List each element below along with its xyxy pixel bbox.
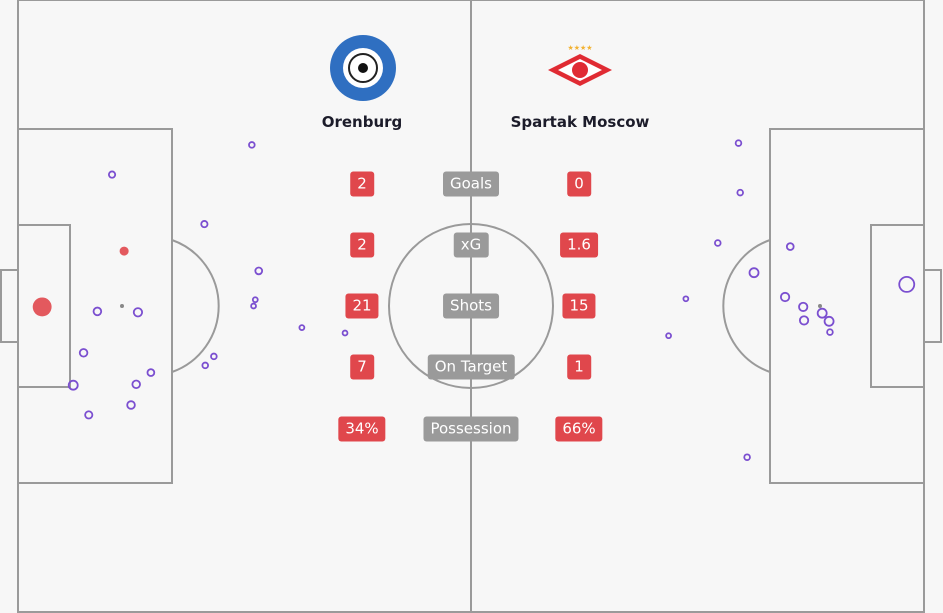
shot-marker xyxy=(816,307,828,319)
shot-marker xyxy=(748,267,760,279)
shot-marker xyxy=(736,188,744,197)
shot-marker xyxy=(682,295,690,303)
shot-marker xyxy=(826,328,834,336)
stat-label: Possession xyxy=(423,416,519,442)
away-team-name: Spartak Moscow xyxy=(510,113,650,131)
stat-home-value: 2 xyxy=(350,171,374,197)
stat-home-value: 34% xyxy=(338,416,386,442)
shot-layer xyxy=(32,139,916,461)
stat-label: Goals xyxy=(443,171,499,197)
shot-marker xyxy=(898,275,916,293)
shot-marker xyxy=(132,307,144,318)
shot-marker xyxy=(78,348,89,358)
shot-marker xyxy=(798,301,809,312)
penalty-spot xyxy=(120,304,124,308)
stat-away-value: 1.6 xyxy=(560,232,598,258)
shot-marker xyxy=(665,332,672,340)
shot-marker xyxy=(743,453,751,461)
shot-marker xyxy=(798,315,810,326)
stat-home-value: 7 xyxy=(350,354,374,380)
goal-marker xyxy=(119,246,129,256)
penalty-spot xyxy=(818,304,822,308)
shot-marker xyxy=(146,368,156,377)
shot-marker xyxy=(251,296,259,304)
svg-text:★★★★: ★★★★ xyxy=(567,44,592,52)
shot-marker xyxy=(201,361,209,370)
shot-marker xyxy=(823,315,835,327)
stat-label: xG xyxy=(453,232,489,258)
stat-away-value: 0 xyxy=(567,171,591,197)
shot-marker xyxy=(250,302,257,310)
stat-home-value: 2 xyxy=(350,232,374,258)
shot-marker xyxy=(200,220,209,229)
orenburg-logo xyxy=(330,35,396,101)
shot-marker xyxy=(67,379,79,391)
goal-marker xyxy=(32,297,52,317)
stat-home-value: 21 xyxy=(345,293,379,319)
shot-marker xyxy=(734,139,743,147)
shot-marker xyxy=(298,324,306,331)
shot-marker xyxy=(254,266,264,276)
shot-marker xyxy=(714,239,722,247)
stat-away-value: 15 xyxy=(562,293,596,319)
shot-marker xyxy=(341,329,349,337)
shot-marker xyxy=(92,306,103,317)
shot-marker xyxy=(84,410,94,420)
shot-marker xyxy=(131,379,141,390)
shot-marker xyxy=(126,400,136,410)
home-team-name: Orenburg xyxy=(321,113,403,131)
stat-label: On Target xyxy=(427,354,515,380)
shot-marker xyxy=(108,170,117,179)
stat-away-value: 66% xyxy=(555,416,603,442)
shot-marker xyxy=(779,291,791,303)
stat-label: Shots xyxy=(443,293,499,319)
shot-marker xyxy=(248,141,256,149)
shot-marker xyxy=(210,352,218,361)
stat-away-value: 1 xyxy=(567,354,591,380)
spartak-logo: ★★★★ xyxy=(548,44,612,86)
shot-marker xyxy=(785,242,795,251)
